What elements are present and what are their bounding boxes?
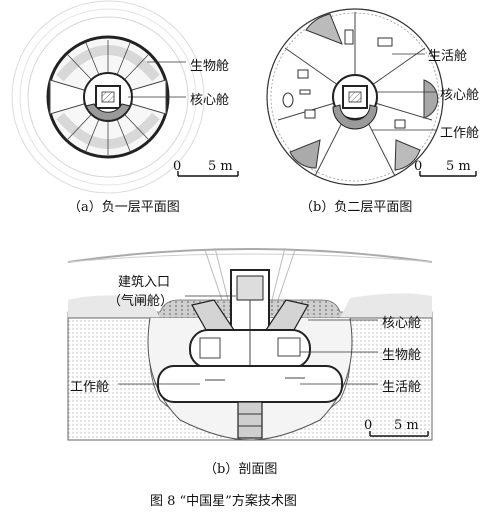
section-scale-length: 5 m bbox=[394, 418, 419, 433]
plan-a-label-core: 核心舱 bbox=[190, 93, 230, 108]
plan-a-label-bio: 生物舱 bbox=[190, 59, 230, 74]
section-label-living: 生活舱 bbox=[382, 380, 422, 395]
section-scale-zero: 0 bbox=[364, 418, 373, 433]
plan-a-drawing bbox=[11, 0, 239, 194]
plan-b-label-core: 核心舱 bbox=[440, 88, 480, 103]
plan-b-scale-zero: 0 bbox=[414, 159, 423, 174]
section-label-airlock: （气闸舱） bbox=[108, 294, 174, 309]
plan-b-label-living: 生活舱 bbox=[428, 49, 468, 64]
plan-b-scale-length: 5 m bbox=[446, 159, 471, 174]
section-caption: （b）剖面图 bbox=[204, 462, 278, 477]
plan-a-caption: （a）负一层平面图 bbox=[68, 200, 180, 215]
section-label-entrance: 建筑入口 bbox=[118, 275, 171, 290]
plan-a-scale-zero: 0 bbox=[173, 159, 182, 174]
figure-title: 图 8 “中国星”方案技术图 bbox=[150, 494, 297, 509]
section-drawing bbox=[67, 247, 433, 441]
section-label-core: 核心舱 bbox=[382, 316, 422, 331]
section-label-bio: 生物舱 bbox=[382, 348, 422, 363]
plan-b-label-work: 工作舱 bbox=[440, 126, 480, 141]
plan-b-caption: （b）负二层平面图 bbox=[300, 200, 413, 215]
plan-b-drawing bbox=[266, 8, 477, 186]
section-label-work: 工作舱 bbox=[70, 380, 110, 395]
plan-a-scale-length: 5 m bbox=[208, 159, 233, 174]
